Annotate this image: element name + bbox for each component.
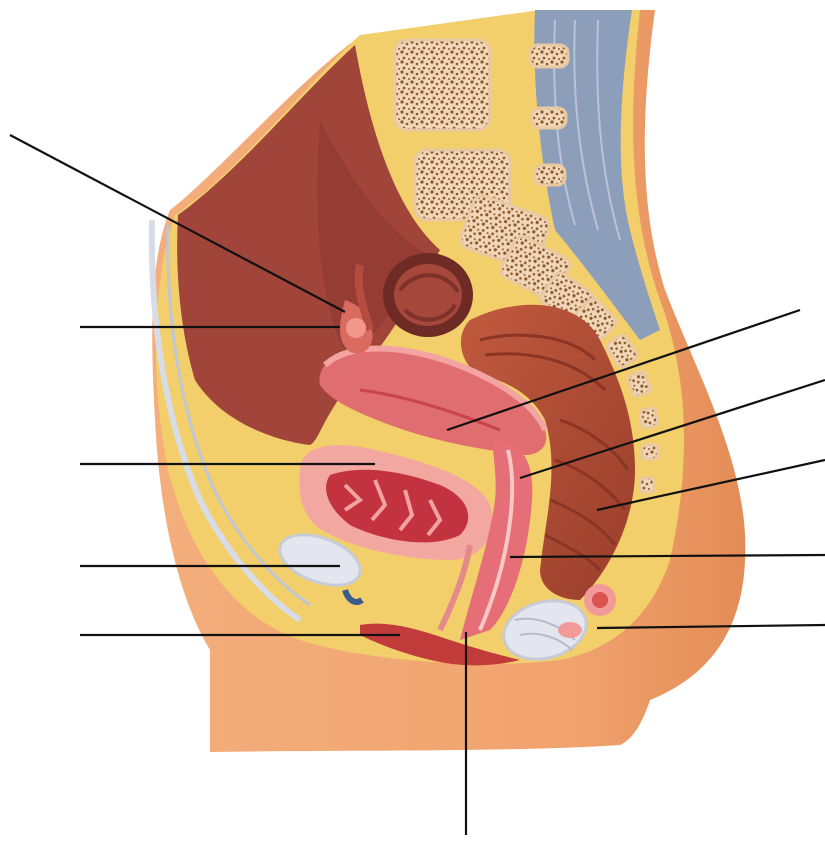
sigmoid-colon xyxy=(383,253,473,337)
